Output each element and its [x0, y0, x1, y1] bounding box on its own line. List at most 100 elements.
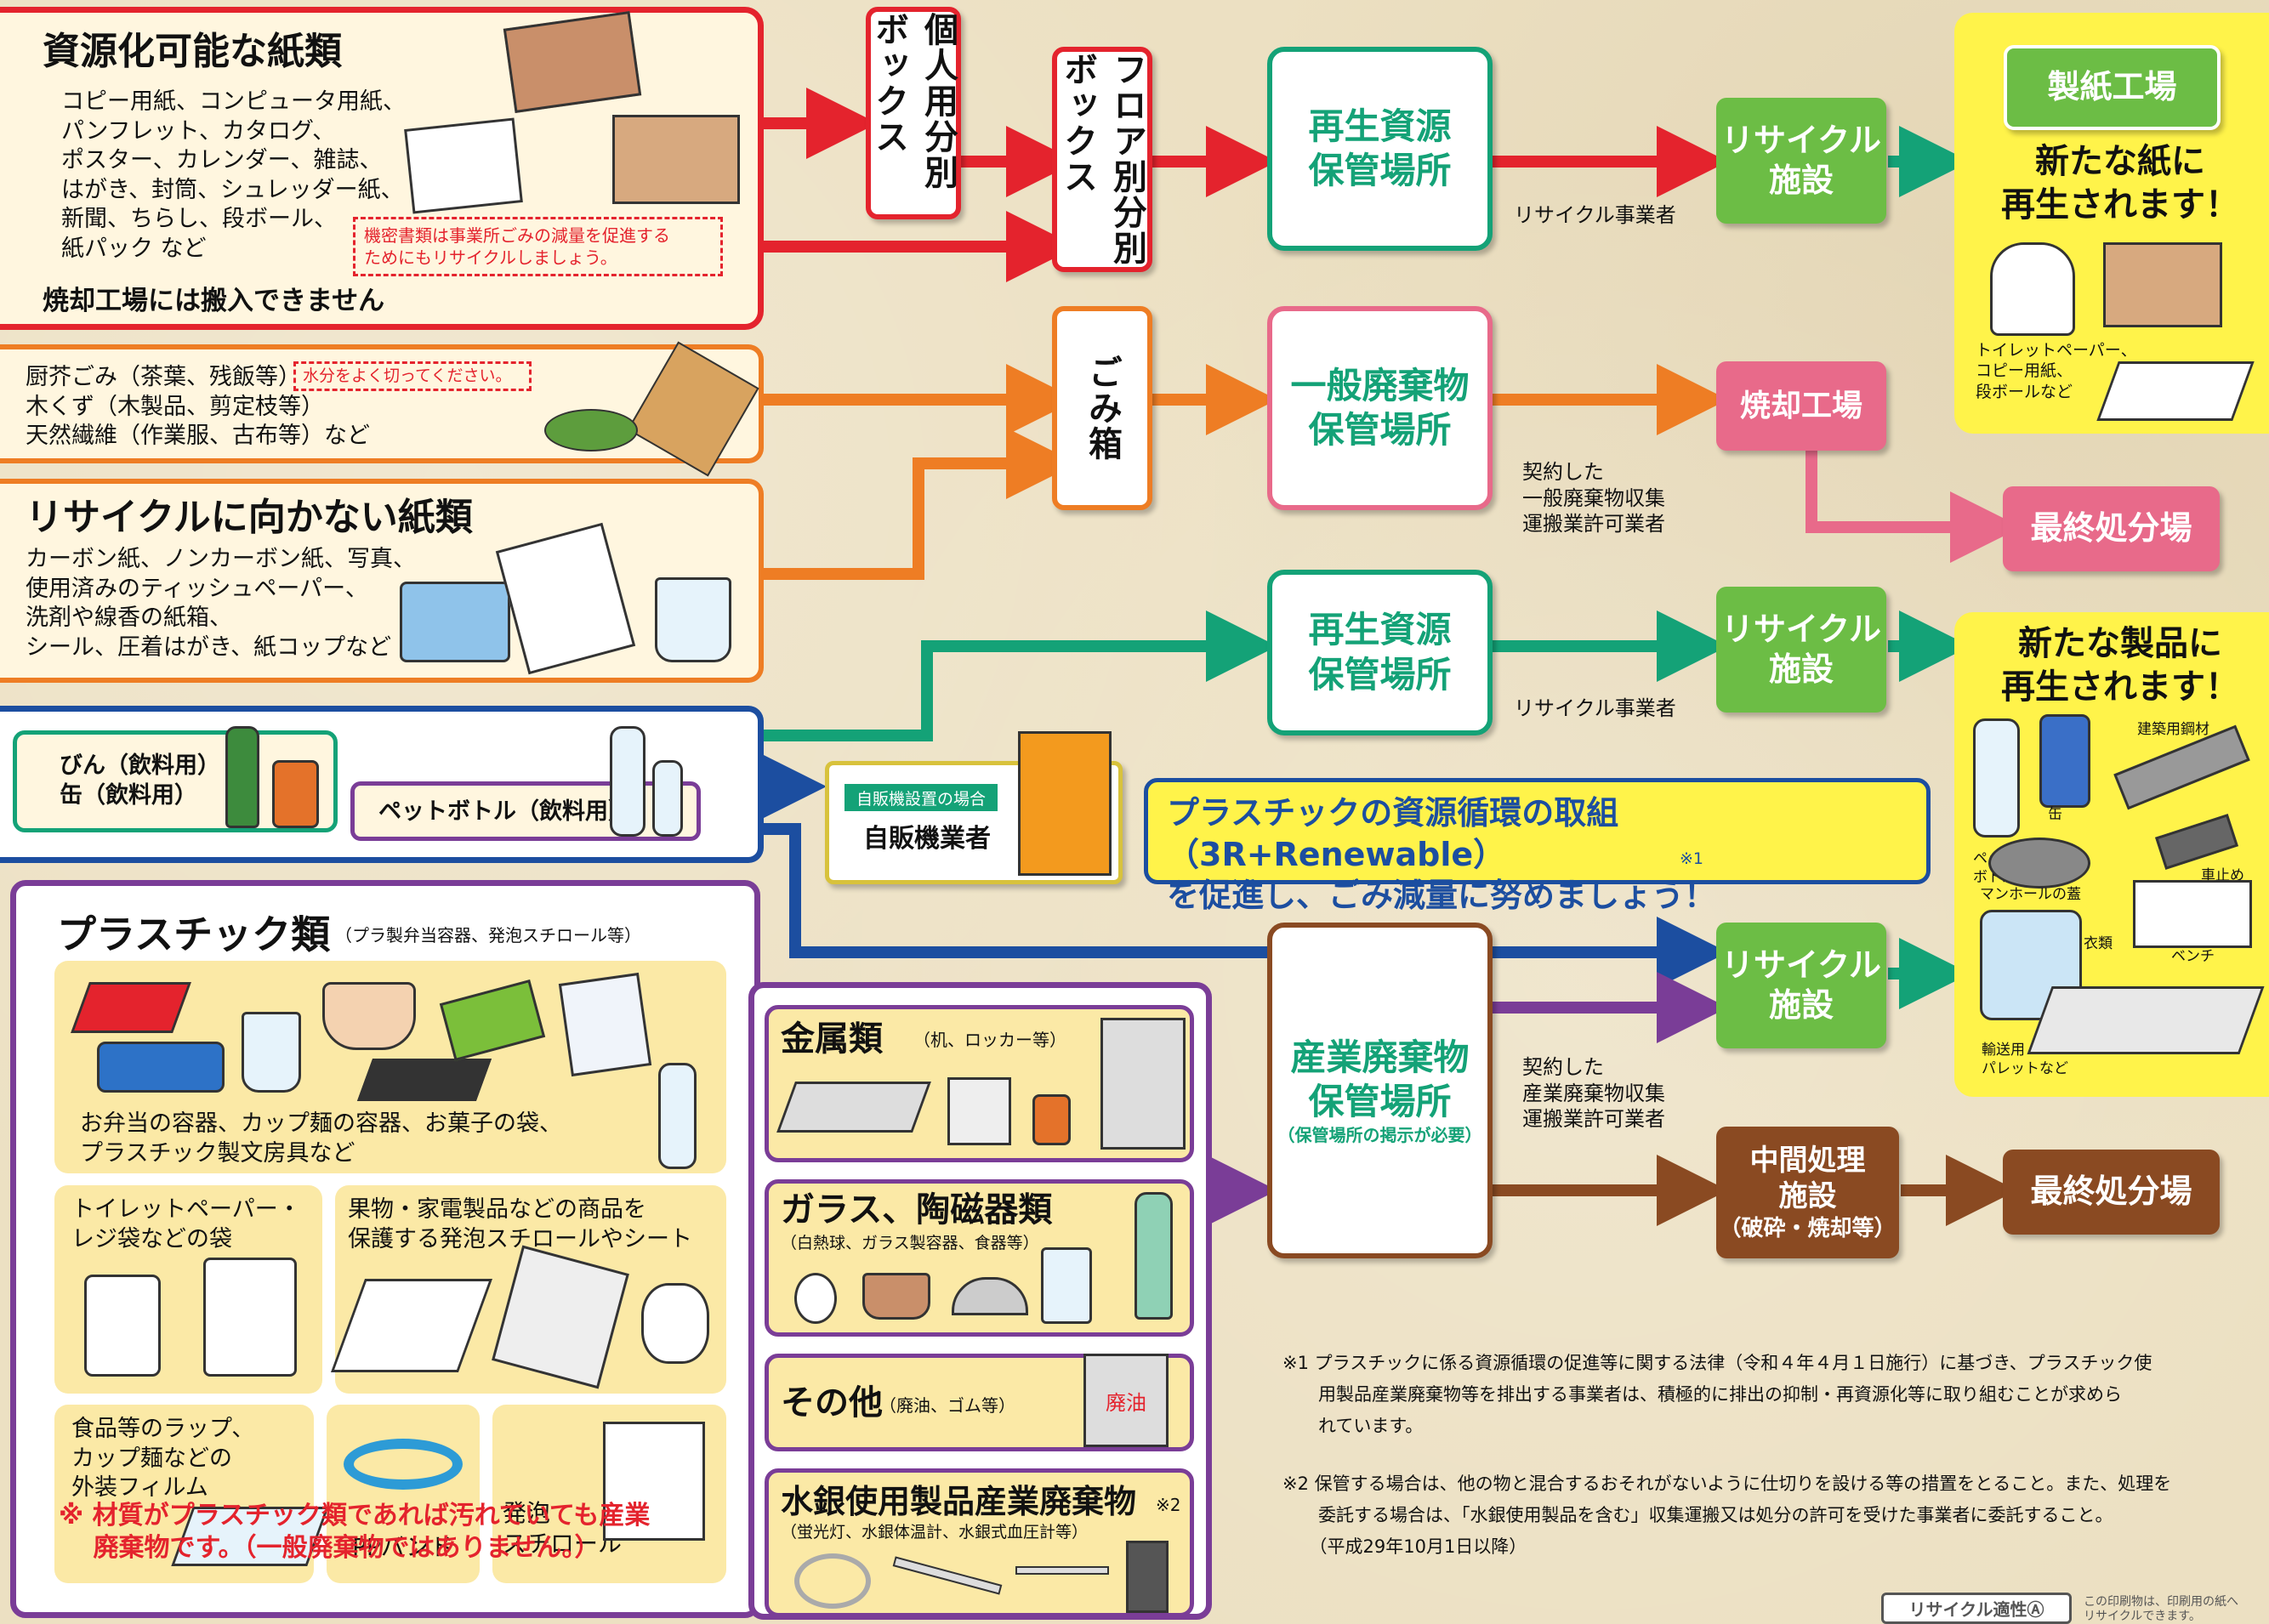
new-paper-text: 新たな紙に 再生されます！ — [2001, 142, 2239, 225]
resource-storage-2: 再生資源 保管場所 — [1267, 570, 1493, 735]
bottle-icon — [658, 1063, 697, 1169]
kitchen-waste-list: 厨芥ごみ（茶葉、残飯等） 木くず（木製品、剪定枝等） 天然繊維（作業服、古布等）… — [26, 364, 370, 450]
snack-bag-icon — [439, 979, 546, 1062]
foam-box-panel: 発泡 スチロール — [492, 1405, 726, 1583]
confidential-note: 機密書類は事業所ごみの減量を促進する ためにもリサイクルしましょう。 — [353, 217, 723, 276]
desk-icon — [776, 1082, 931, 1133]
resource-storage-1: 再生資源 保管場所 — [1267, 47, 1493, 251]
print-note: この印刷物は、印刷用の紙へ リサイクルできます。 — [2084, 1595, 2238, 1623]
pp-band-label: PPバンド — [352, 1533, 454, 1561]
general-waste-storage: 一般廃棄物 保管場所 — [1267, 306, 1493, 510]
wood-plank-icon — [627, 341, 759, 477]
no-incinerator-notice: 焼却工場には搬入できません — [43, 286, 385, 316]
personal-sort-box: 個人用分別ボックス — [866, 7, 961, 219]
pallet-label: 輸送用 パレットなど — [1982, 1042, 2068, 1077]
industrial-storage-title: 産業廃棄物 保管場所 — [1290, 1036, 1470, 1123]
recycler-label-2: リサイクル事業者 — [1514, 696, 1676, 720]
plastics-containers-label: お弁当の容器、カップ麺の容器、お菓子の袋、 プラスチック製文房具など — [80, 1110, 562, 1167]
industrial-storage-note: （保管場所の掲示が必要） — [1277, 1124, 1482, 1145]
other-panel: その他 （廃油、ゴム等） 廃油 — [765, 1354, 1194, 1451]
plastics-containers-panel: お弁当の容器、カップ麺の容器、お菓子の袋、 プラスチック製文房具など — [54, 961, 726, 1173]
recyclable-paper-list: コピー用紙、コンピュータ用紙、 パンフレット、カタログ、 ポスター、カレンダー、… — [61, 88, 406, 262]
leaf-icon — [544, 409, 638, 451]
final-disposal-2: 最終処分場 — [2003, 1150, 2220, 1235]
pet-bottle-icon-large — [610, 726, 645, 837]
footnote-1: ※1 プラスチックに係る資源循環の促進等に関する法律（令和４年４月１日施行）に基… — [1282, 1353, 2152, 1436]
final-disposal-1: 最終処分場 — [2003, 486, 2220, 571]
steel-label: 建築用鋼材 — [2137, 721, 2209, 738]
detergent-box-icon — [400, 582, 510, 662]
paper-mill-panel: 製紙工場 新たな紙に 再生されます！ トイレットペーパー、 コピー用紙、 段ボー… — [1954, 13, 2269, 434]
car-stop-icon — [2155, 814, 2238, 870]
folder-icon — [356, 1059, 492, 1101]
recycle-facility-2: リサイクル 施設 — [1716, 587, 1886, 713]
mercury-title: 水銀使用製品産業廃棄物 — [781, 1483, 1137, 1520]
drain-water-note: 水分をよく切ってください。 — [293, 361, 532, 391]
plastics-box: プラスチック類 （プラ製弁当容器、発泡スチロール等） お弁当の容器、カップ麺の容… — [10, 880, 760, 1618]
vending-operator-box: 自販機設置の場合 自販機業者 — [825, 731, 1123, 884]
floor-sort-box-label: フロア別分別ボックス — [1058, 52, 1146, 266]
nonrecyclable-paper-box: リサイクルに向かない紙類 カーボン紙、ノンカーボン紙、写真、 使用済みのティッシ… — [0, 479, 764, 683]
recycle-facility-3: リサイクル 施設 — [1716, 923, 1886, 1048]
locker-icon — [1100, 1018, 1186, 1150]
paper-products-label: トイレットペーパー、 コピー用紙、 段ボールなど — [1976, 341, 2137, 401]
toilet-paper-icon — [1990, 242, 2075, 336]
recycler-label-1: リサイクル事業者 — [1514, 203, 1676, 227]
can-label: 缶 — [2048, 806, 2062, 823]
metal-can-icon — [947, 1077, 1011, 1145]
bench-label: ベンチ — [2171, 948, 2215, 965]
footnote-2: ※2 保管する場合は、他の物と混合するおそれがないように仕切りを設ける等の措置を… — [1282, 1474, 2172, 1557]
mercury-footnote-mark: ※2 — [1156, 1495, 1181, 1515]
clear-file-icon — [558, 972, 652, 1077]
glass-ceramic-panel: ガラス、陶磁器類 （白熱球、ガラス製容器、食器等） — [765, 1179, 1194, 1337]
copy-paper-icon — [2096, 361, 2255, 421]
plastic-promo-text: プラスチックの資源循環の取組（3R+Renewable） を促進し、ごみ減量に努… — [1167, 794, 1717, 915]
manhole-icon — [1988, 838, 2090, 889]
bottles-cans-label: びん（飲料用） 缶（飲料用） — [60, 752, 220, 809]
personal-sort-box-label: 個人用分別ボックス — [869, 12, 958, 190]
shopping-bag-icon — [84, 1275, 161, 1377]
intermediate-facility-note: （破砕・焼却等） — [1719, 1215, 1897, 1241]
spray-can-icon — [1032, 1094, 1071, 1145]
tray-icon — [97, 1042, 225, 1093]
fruit-net-icon — [641, 1283, 709, 1364]
plastic-bags-panel: トイレットペーパー・ レジ袋などの袋 — [54, 1185, 322, 1394]
plastics-subtitle: （プラ製弁当容器、発泡スチロール等） — [335, 925, 641, 945]
metal-subtitle: （机、ロッカー等） — [913, 1030, 1066, 1050]
paper-mill-label: 製紙工場 — [2004, 45, 2221, 130]
light-bulb-icon — [794, 1273, 837, 1324]
fluorescent-tube-icon — [892, 1556, 1003, 1595]
plastic-cup-icon — [242, 1012, 301, 1093]
waste-oil-can-icon: 廃油 — [1083, 1354, 1169, 1447]
glass-cup-icon — [1041, 1247, 1092, 1324]
vending-tag: 自販機設置の場合 — [844, 784, 998, 811]
pp-band-panel: PPバンド — [327, 1405, 480, 1583]
mercury-panel: 水銀使用製品産業廃棄物 ※2 （蛍光灯、水銀体温計、水銀式血圧計等） — [765, 1468, 1194, 1617]
intermediate-facility-title: 中間処理 施設 — [1749, 1143, 1866, 1214]
incineration-plant: 焼却工場 — [1716, 361, 1886, 451]
new-products-text: 新たな製品に 再生されます！ — [2001, 624, 2239, 707]
bottles-cans-subbox: びん（飲料用） 缶（飲料用） — [13, 726, 338, 832]
styrofoam-panel: 果物・家電製品などの商品を 保護する発泡スチロールやシート — [330, 1185, 726, 1394]
foam-box-label: 発泡 スチロール — [503, 1499, 623, 1558]
metal-panel: 金属類 （机、ロッカー等） — [765, 1005, 1194, 1162]
recyclable-paper-title: 資源化可能な紙類 — [43, 30, 342, 73]
kitchen-waste-box: 厨芥ごみ（茶葉、残飯等） 木くず（木製品、剪定枝等） 天然繊維（作業服、古布等）… — [0, 341, 764, 477]
paper-cup-icon — [655, 577, 731, 662]
tile-icon — [952, 1277, 1028, 1315]
bench-icon — [2133, 880, 2252, 948]
toilet-paper-bag-icon — [203, 1258, 297, 1377]
bento-box-icon — [71, 982, 191, 1033]
promo-footnote-mark: ※1 — [1680, 849, 1704, 868]
floor-sort-box: フロア別分別ボックス — [1052, 47, 1152, 272]
plastic-bags-label: トイレットペーパー・ レジ袋などの袋 — [71, 1196, 301, 1252]
industrial-categories-box: 金属類 （机、ロッカー等） ガラス、陶磁器類 （白熱球、ガラス製容器、食器等） … — [748, 982, 1212, 1620]
pet-bottle-subbox: ペットボトル（飲料用） — [350, 726, 701, 841]
bubble-sheet-icon — [492, 1245, 629, 1389]
industrial-waste-storage: 産業廃棄物 保管場所 （保管場所の掲示が必要） — [1267, 923, 1493, 1258]
clothing-label: 衣類 — [2084, 935, 2113, 952]
metal-title: 金属類 — [781, 1019, 883, 1059]
recyclable-paper-box: 資源化可能な紙類 コピー用紙、コンピュータ用紙、 パンフレット、カタログ、 ポス… — [0, 7, 764, 330]
plastics-warning: ※ 材質がプラスチック類であれば汚れていても産業 廃棄物です。（一般廃棄物ではあ… — [59, 1501, 651, 1564]
